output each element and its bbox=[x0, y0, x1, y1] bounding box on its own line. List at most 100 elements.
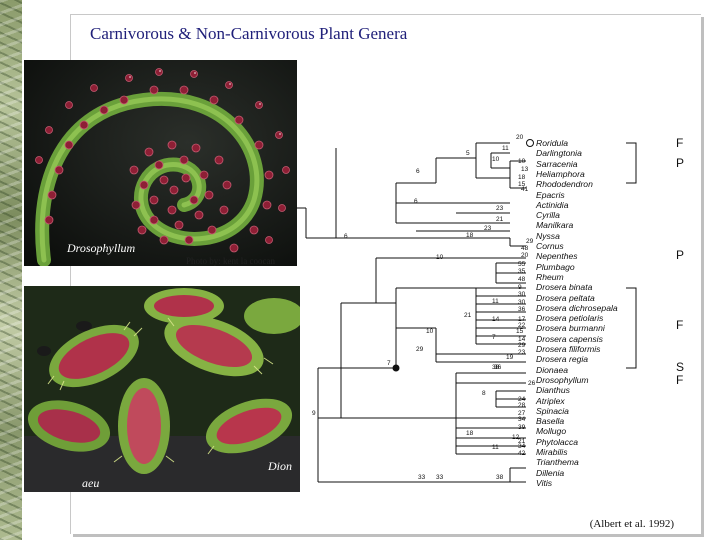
branch-number: 18 bbox=[466, 430, 474, 437]
branch-number: 10 bbox=[426, 328, 434, 335]
branch-number: 21 bbox=[496, 216, 504, 223]
branch-number: 23 bbox=[496, 205, 504, 212]
taxon-label: Spinacia bbox=[536, 405, 569, 416]
drosophyllum-photo: Drosophyllum bbox=[24, 60, 297, 266]
citation: (Albert et al. 1992) bbox=[589, 518, 674, 530]
slide-frame bbox=[70, 14, 701, 534]
taxon-label: Cornus bbox=[536, 241, 564, 251]
taxon-label: Rhododendron bbox=[536, 179, 593, 190]
top-photo-credit: Photo by: kent la coocan bbox=[186, 256, 275, 266]
branch-number: 14 bbox=[518, 336, 526, 343]
taxon-label: Heliamphora bbox=[536, 168, 585, 179]
dionaea-photo: aeu Dion bbox=[24, 286, 300, 492]
branch-number: 29 bbox=[416, 346, 424, 353]
taxon-label: Drosera capensis bbox=[536, 333, 603, 344]
taxon-label: Drosera petiolaris bbox=[536, 313, 604, 324]
branch-number: 34 bbox=[518, 416, 526, 423]
taxon-label: Drosera regia bbox=[536, 354, 589, 365]
taxon-label: Dillenia bbox=[536, 467, 565, 478]
branch-number: 36 bbox=[518, 306, 526, 313]
branch-number: 20 bbox=[521, 252, 529, 259]
branch-number: 6 bbox=[414, 198, 418, 205]
dionaea-label-right: Dion bbox=[268, 459, 292, 473]
slide-title: Carnivorous & Non-Carnivorous Plant Gene… bbox=[90, 24, 408, 43]
taxon-label: Nepenthes bbox=[536, 251, 578, 262]
branch-number: 39 bbox=[518, 424, 526, 431]
taxon-label: Drosophyllum bbox=[536, 374, 589, 385]
branch-number: 42 bbox=[518, 450, 526, 457]
taxon-label: Plumbago bbox=[536, 261, 575, 272]
branch-number: 28 bbox=[518, 402, 526, 409]
taxon-label: Phytolacca bbox=[536, 436, 579, 447]
branch-number: 18 bbox=[518, 174, 526, 181]
taxon-label: Trianthema bbox=[536, 457, 579, 468]
branch-number: 8 bbox=[482, 390, 486, 397]
taxon-label: Mollugo bbox=[536, 426, 567, 437]
branch-number: 10 bbox=[518, 158, 526, 165]
taxon-label: Drosera burmanni bbox=[536, 323, 605, 334]
branch-number: 11 bbox=[502, 145, 509, 152]
branch-number: 29 bbox=[518, 342, 526, 349]
branch-number: 30 bbox=[518, 291, 526, 298]
taxon-label: Sarracenia bbox=[536, 158, 578, 169]
branch-number: 21 bbox=[518, 438, 526, 445]
taxon-label: Drosera binata bbox=[536, 282, 593, 293]
branch-number: 13 bbox=[521, 166, 529, 173]
branch-number: 14 bbox=[492, 316, 500, 323]
taxon-label: Roridula bbox=[536, 138, 569, 148]
branch-number: 7 bbox=[387, 360, 391, 367]
branch-number: 55 bbox=[518, 261, 526, 268]
taxon-label: Drosera filiformis bbox=[536, 344, 601, 354]
taxon-label: Dianthus bbox=[536, 385, 570, 396]
branch-number: 6 bbox=[416, 168, 420, 175]
taxon-label: Mirabilis bbox=[536, 447, 568, 457]
branch-number: 33 bbox=[418, 474, 426, 481]
bracket-letter: F bbox=[676, 318, 684, 332]
bracket-letter: P bbox=[676, 156, 685, 170]
taxon-label: Darlingtonia bbox=[536, 148, 582, 159]
branch-number: 20 bbox=[516, 134, 524, 141]
tree-branches bbox=[296, 139, 637, 483]
taxon-label: Rheum bbox=[536, 271, 564, 282]
bracket-letter: F bbox=[676, 373, 684, 387]
branch-number: 15 bbox=[518, 181, 526, 188]
taxon-label: Atriplex bbox=[536, 395, 565, 406]
branch-number: 38 bbox=[492, 364, 500, 371]
bracket-letter: P bbox=[676, 248, 685, 262]
taxon-label: Manilkara bbox=[536, 220, 574, 231]
branch-number: 5 bbox=[466, 150, 470, 157]
branch-number: 36 bbox=[494, 364, 502, 371]
branch-number: 33 bbox=[436, 474, 444, 481]
decorative-marble-strip bbox=[0, 0, 22, 540]
branch-number: 41 bbox=[521, 186, 529, 193]
branch-number: 38 bbox=[496, 474, 504, 481]
taxon-label: Nyssa bbox=[536, 230, 560, 241]
branch-number: 35 bbox=[518, 268, 526, 275]
drosophyllum-label: Drosophyllum bbox=[67, 241, 136, 255]
branch-number: 17 bbox=[518, 316, 526, 323]
branch-number: 7 bbox=[492, 334, 496, 341]
branch-number: 34 bbox=[518, 443, 526, 450]
branch-number: 48 bbox=[518, 276, 526, 283]
branch-number: 9 bbox=[518, 284, 522, 291]
branch-number: 23 bbox=[518, 349, 526, 356]
branch-number: 30 bbox=[518, 299, 526, 306]
branch-number: 12 bbox=[512, 434, 520, 441]
branch-number: 10 bbox=[492, 156, 500, 163]
dionaea-label-left: aeu bbox=[82, 476, 100, 490]
branch-number: 11 bbox=[492, 298, 499, 305]
taxon-label: Vitis bbox=[536, 477, 553, 488]
taxon-label: Drosera peltata bbox=[536, 292, 595, 303]
branch-number: 15 bbox=[516, 328, 524, 335]
branch-number: 9 bbox=[312, 410, 316, 417]
branch-number: 19 bbox=[506, 354, 514, 361]
bracket-letter: S bbox=[676, 360, 685, 374]
taxon-label: Dionaea bbox=[536, 364, 569, 375]
branch-number: 11 bbox=[492, 444, 499, 451]
branch-number: 10 bbox=[436, 254, 444, 261]
branch-number: 29 bbox=[526, 238, 534, 245]
branch-number: 27 bbox=[518, 410, 526, 417]
branch-number: 48 bbox=[521, 245, 529, 252]
branch-number: 24 bbox=[518, 396, 526, 403]
